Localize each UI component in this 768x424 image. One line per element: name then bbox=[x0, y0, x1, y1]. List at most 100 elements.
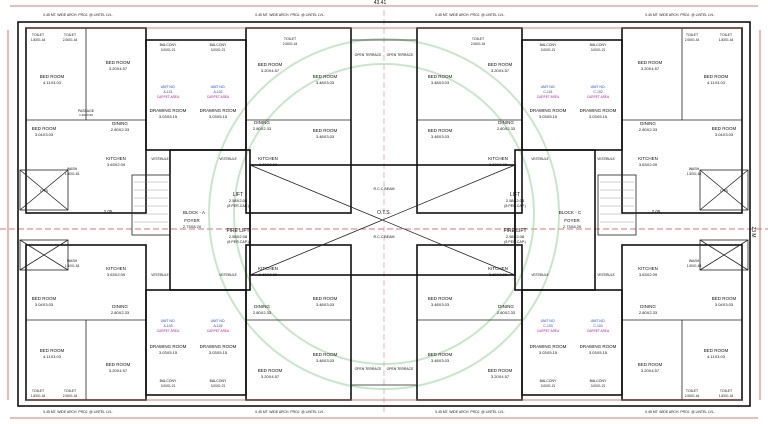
dining-size: 2.80X2.33 bbox=[639, 127, 658, 132]
kitchen-label: KITCHEN bbox=[258, 156, 278, 161]
unit-bottom-right: KITCHEN 3.63X2.09 WASH 1.50X1.63 DINING … bbox=[638, 259, 737, 398]
bedroom-size: 4.11X3.03 bbox=[707, 80, 726, 85]
bedroom-label: BED ROOM bbox=[106, 60, 131, 65]
carpet-area-label: CARPET AREA bbox=[537, 329, 560, 333]
balcony-label: BALCONY bbox=[590, 43, 607, 47]
unit-number: C-104 bbox=[593, 324, 602, 328]
toilet-size: 2.06X1.44 bbox=[283, 42, 298, 46]
unit-top-left: TOILET 1.83X1.44 TOILET 2.06X1.44 BED RO… bbox=[31, 33, 131, 176]
unit-no-label: UNIT NO. bbox=[591, 85, 606, 89]
toilet-label: TOILET bbox=[64, 33, 77, 37]
carpet-area-label: CARPET AREA bbox=[537, 95, 560, 99]
bedroom-size: 3.48X3.03 bbox=[316, 80, 335, 85]
drawing-room-label: DRAWING ROOM bbox=[530, 344, 567, 349]
kitchen-size: 3.63X2.09 bbox=[259, 272, 278, 277]
wash-label: WASH bbox=[689, 259, 700, 263]
bedroom-label: BED ROOM bbox=[40, 348, 65, 353]
dining-label: DINING bbox=[640, 121, 656, 126]
unit-no-label: UNIT NO. bbox=[161, 85, 176, 89]
kitchen-size: 3.63X2.09 bbox=[639, 272, 658, 277]
foyer-size: 2.73X8.20 bbox=[563, 224, 582, 229]
kitchen-size: 3.63X2.09 bbox=[639, 162, 658, 167]
bedroom-label: BED ROOM bbox=[712, 126, 737, 131]
bedroom-size: 3.20X4.57 bbox=[641, 66, 660, 71]
top-open-terrace: OPEN TERRACE OPEN TERRACE bbox=[355, 53, 414, 57]
wash-size: 1.50X1.63 bbox=[65, 172, 80, 176]
drawing-room-label: DRAWING ROOM bbox=[200, 344, 237, 349]
drawing-room-size: 3.03X5.15 bbox=[209, 350, 228, 355]
vestibule-label: VESTIBULE bbox=[219, 273, 237, 277]
balcony-label: BALCONY bbox=[590, 379, 607, 383]
bedroom-label: BED ROOM bbox=[428, 128, 453, 133]
arch-note-7: 0.45 MT. WIDE ARCH. PROJ. @ LINTEL LVL. bbox=[435, 410, 504, 414]
drawing-room-size: 3.03X5.15 bbox=[159, 114, 178, 119]
dining-size: 2.80X2.33 bbox=[497, 126, 516, 131]
bedroom-label: BED ROOM bbox=[40, 74, 65, 79]
carpet-area-label: CARPET AREA bbox=[587, 95, 610, 99]
toilet-size: 1.83X1.44 bbox=[31, 394, 46, 398]
wash-size: 1.50X1.63 bbox=[687, 264, 702, 268]
carpet-area-label: CARPET AREA bbox=[207, 329, 230, 333]
dining-label: DINING bbox=[112, 304, 128, 309]
toilet-label: TOILET bbox=[686, 33, 699, 37]
bedroom-label: BED ROOM bbox=[32, 126, 57, 131]
lift-size: 2.58X2.08 bbox=[506, 198, 525, 203]
drawing-room-label: DRAWING ROOM bbox=[200, 108, 237, 113]
kitchen-label: KITCHEN bbox=[638, 156, 658, 161]
dining-label: DINING bbox=[498, 120, 514, 125]
balcony-label: BALCONY bbox=[210, 43, 227, 47]
bedroom-label: BED ROOM bbox=[32, 296, 57, 301]
carpet-area-label: CARPET AREA bbox=[157, 95, 180, 99]
vestibule-label: VESTIBULE bbox=[219, 157, 237, 161]
arch-note-8: 0.45 MT. WIDE ARCH. PROJ. @ LINTEL LVL. bbox=[645, 410, 714, 414]
side-dimension-label: 23 M bbox=[750, 226, 756, 237]
lift-label: LIFT bbox=[510, 192, 520, 198]
bedroom-size: 3.20X4.57 bbox=[641, 368, 660, 373]
balcony-size: 3.00X1.21 bbox=[541, 48, 556, 52]
kitchen-size: 3.63X2.09 bbox=[107, 162, 126, 167]
vestibule-label: VESTIBULE bbox=[531, 157, 549, 161]
passage-size: 1.20X0.90 bbox=[79, 113, 93, 117]
kitchen-label: KITCHEN bbox=[638, 266, 658, 271]
fire-lift-capacity: (8 PER.CAP.) bbox=[504, 240, 526, 244]
dining-label: DINING bbox=[254, 304, 270, 309]
drawing-room-label: DRAWING ROOM bbox=[580, 108, 617, 113]
bedroom-size: 3.04X3.03 bbox=[715, 132, 734, 137]
bedroom-size: 3.20X4.57 bbox=[109, 66, 128, 71]
overall-dimension-label: 43.41 bbox=[374, 0, 387, 6]
bedroom-size: 3.48X3.03 bbox=[316, 134, 335, 139]
bedroom-size: 3.20X4.57 bbox=[491, 68, 510, 73]
unit-top-left-drawing: BALCONY 3.00X1.21 BALCONY 3.00X1.21 UNIT… bbox=[150, 43, 237, 119]
bedroom-label: BED ROOM bbox=[313, 352, 338, 357]
bedroom-label: BED ROOM bbox=[258, 62, 283, 67]
toilet-label: TOILET bbox=[32, 33, 45, 37]
dimension-label: 2.05 bbox=[104, 209, 113, 214]
drawing-room-label: DRAWING ROOM bbox=[580, 344, 617, 349]
unit-top-mid-right: BED ROOM 3.48X3.03 BED ROOM 3.20X4.57 BE… bbox=[428, 37, 516, 167]
approval-stamp bbox=[208, 38, 560, 390]
wash-size: 1.50X1.63 bbox=[65, 264, 80, 268]
bedroom-size: 4.11X3.03 bbox=[43, 80, 62, 85]
block-label-a: BLOCK - A bbox=[183, 210, 205, 215]
fire-lift-label: FIRE LIFT bbox=[226, 228, 249, 234]
bedroom-size: 3.48X3.03 bbox=[431, 80, 450, 85]
arch-note-3: 0.45 MT. WIDE ARCH. PROJ. @ LINTEL LVL. bbox=[435, 13, 504, 17]
bedroom-size: 3.04X3.03 bbox=[715, 302, 734, 307]
unit-no-label: UNIT NO. bbox=[541, 319, 556, 323]
toilet-label: TOILET bbox=[720, 389, 733, 393]
carpet-area-label: CARPET AREA bbox=[157, 329, 180, 333]
unit-no-label: UNIT NO. bbox=[211, 319, 226, 323]
balcony-size: 3.00X1.21 bbox=[591, 384, 606, 388]
bedroom-size: 3.48X3.03 bbox=[431, 134, 450, 139]
toilet-label: TOILET bbox=[686, 389, 699, 393]
drawing-room-size: 3.03X5.15 bbox=[539, 114, 558, 119]
ots-small-label: OTS bbox=[40, 188, 49, 193]
unit-no-label: UNIT NO. bbox=[211, 85, 226, 89]
kitchen-size: 3.63X2.09 bbox=[107, 272, 126, 277]
kitchen-label: KITCHEN bbox=[106, 266, 126, 271]
bedroom-size: 4.11X3.03 bbox=[707, 354, 726, 359]
unit-number: C-101 bbox=[543, 90, 552, 94]
toilet-size: 2.06X1.44 bbox=[471, 42, 486, 46]
building-walls bbox=[17, 21, 751, 407]
